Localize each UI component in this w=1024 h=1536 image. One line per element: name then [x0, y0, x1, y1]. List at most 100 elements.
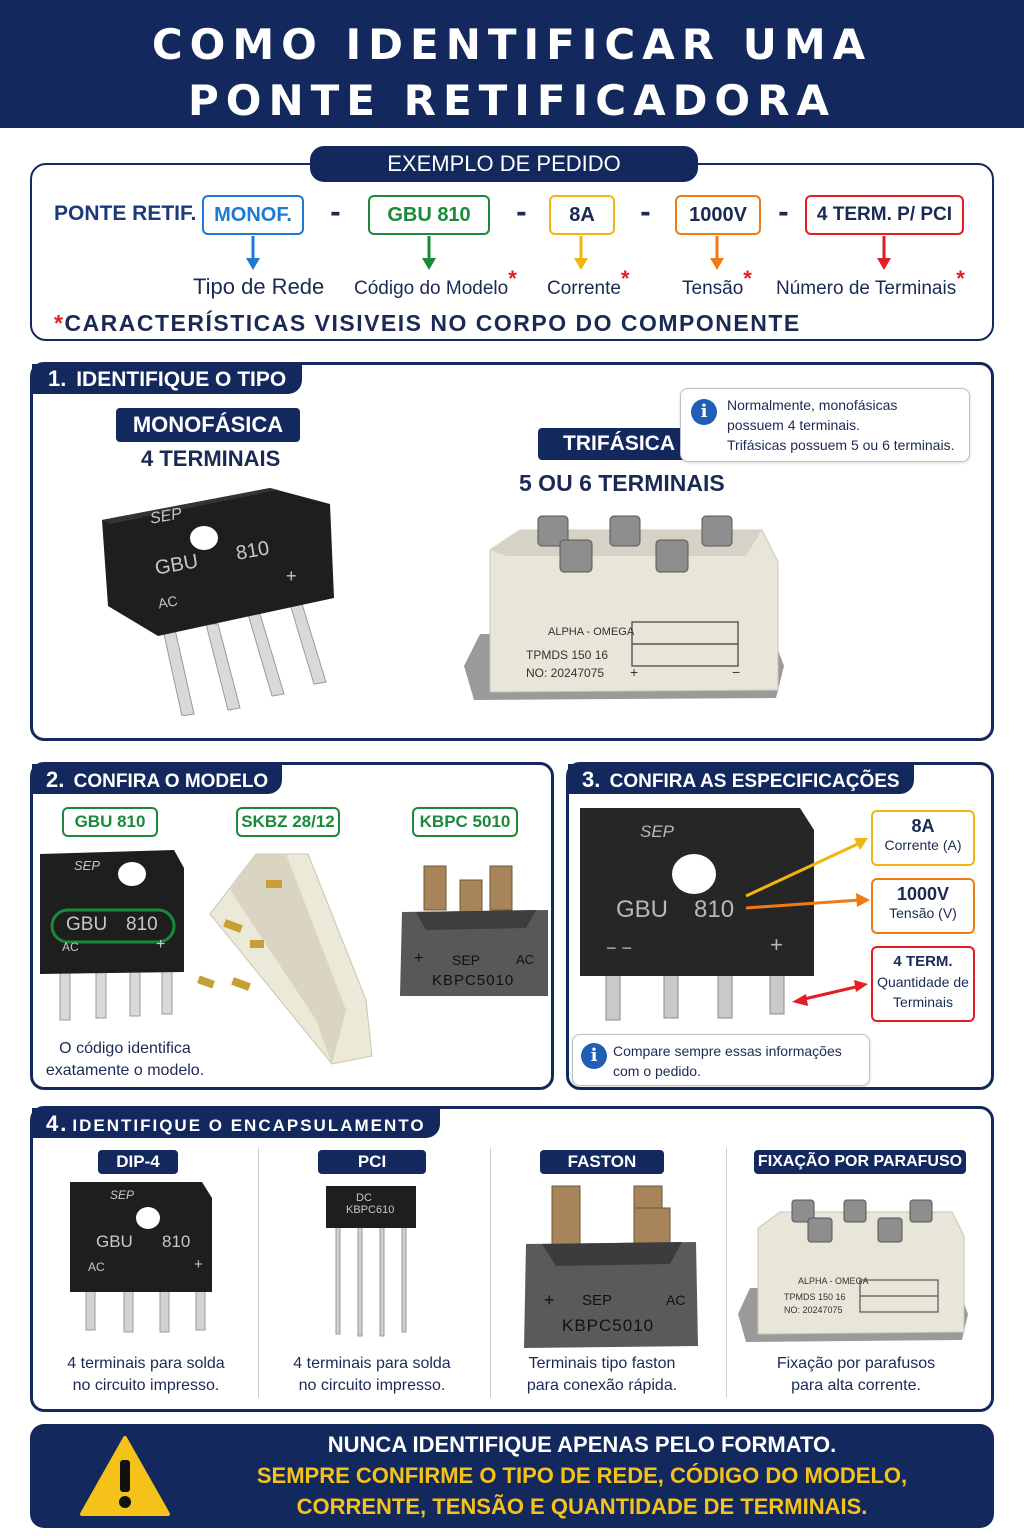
spec-current: 8A Corrente (A): [871, 810, 975, 866]
info-line: com o pedido.: [613, 1063, 701, 1079]
package-dip4-label: DIP-4: [98, 1150, 178, 1174]
kbpc-brand-mark: SEP: [452, 952, 481, 968]
pci-mark-1: DC: [356, 1192, 372, 1204]
warning-line1: NUNCA IDENTIFIQUE APENAS PELO FORMATO.: [327, 1432, 837, 1457]
gbu810-plus-mark: +: [156, 936, 166, 953]
info-line: possuem 4 terminais.: [727, 417, 861, 433]
mono-label: MONOFÁSICA: [116, 408, 300, 442]
module-model-mark: TPMDS 150 16: [526, 648, 609, 662]
dip4-code-mark-2: 810: [162, 1232, 191, 1251]
visible-features-note: *CARACTERÍSTICAS VISIVEIS NO CORPO DO CO…: [54, 310, 801, 336]
pci-mark-2: KBPC610: [346, 1204, 395, 1216]
kbpc-ac-mark: AC: [516, 952, 535, 967]
spec-voltage: 1000V Tensão (V): [871, 878, 975, 934]
dip4-ac-mark: AC: [88, 1260, 105, 1274]
separator: -: [516, 198, 527, 228]
separator: -: [330, 198, 341, 228]
info-line: Compare sempre essas informações: [613, 1043, 842, 1059]
faston-image: [524, 1185, 698, 1348]
model-tag-skbz: SKBZ 28/12: [236, 807, 340, 837]
page-title-line2: PONTE RETIFICADORA: [188, 76, 836, 125]
spec-voltage-label: Tensão (V): [889, 905, 957, 921]
screw-module-image: [738, 1199, 968, 1342]
caption-line: no circuito impresso.: [298, 1377, 446, 1394]
spec-terminals: 4 TERM. Quantidade de Terminais: [871, 946, 975, 1022]
divider: [726, 1148, 727, 1398]
caption-line: para conexão rápida.: [526, 1377, 678, 1394]
label-network-type: Tipo de Rede: [193, 274, 325, 299]
info-icon: i: [581, 1043, 607, 1069]
kbpc-code-mark: KBPC5010: [432, 972, 515, 989]
skbz-image: [197, 853, 373, 1065]
kbpc-plus-mark: +: [414, 950, 424, 967]
dip4-plus-mark: +: [194, 1256, 203, 1273]
caption-line: Fixação por parafusos: [776, 1355, 936, 1372]
dip4-image: [70, 1182, 212, 1333]
spec-terminals-value: 4 TERM.: [893, 953, 953, 970]
caption-line: O código identifica: [59, 1040, 191, 1057]
warning-icon: [80, 1436, 170, 1516]
gbu-spec-image: [580, 808, 814, 1021]
gbu810-brand-mark: SEP: [74, 858, 101, 873]
label-current: Corrente*: [547, 266, 630, 299]
divider: [490, 1148, 491, 1398]
faston-code-mark: KBPC5010: [562, 1316, 655, 1335]
dip4-caption: 4 terminais para solda no circuito impre…: [52, 1353, 240, 1397]
warning-line3: CORRENTE, TENSÃO E QUANTIDADE DE TERMINA…: [296, 1494, 868, 1519]
package-pci-label: PCI: [318, 1150, 426, 1174]
info-icon: i: [691, 399, 717, 425]
order-arrows: [246, 236, 891, 270]
step2-title: 2. CONFIRA O MODELO: [32, 764, 283, 794]
screw-module-model: TPMDS 150 16: [784, 1292, 846, 1302]
tri-terminals: 5 OU 6 TERMINAIS: [519, 470, 725, 496]
gbu-ac-mark: AC: [156, 592, 179, 612]
caption-line: Terminais tipo faston: [528, 1355, 676, 1372]
screw-caption: Fixação por parafusos para alta corrente…: [762, 1353, 950, 1397]
tri-label: TRIFÁSICA: [538, 428, 700, 460]
module-plus-mark: +: [630, 664, 639, 680]
mono-terminals: 4 TERMINAIS: [141, 446, 281, 471]
gbu810-code-mark-2: 810: [126, 914, 158, 935]
caption-line: 4 terminais para solda: [293, 1355, 451, 1372]
kbpc5010-image: [400, 865, 548, 996]
page-header: COMO IDENTIFICAR UMA PONTE RETIFICADORA: [0, 0, 1024, 128]
spec-arrows: [745, 838, 870, 1006]
warning-line2: SEMPRE CONFIRME O TIPO DE REDE, CÓDIGO D…: [256, 1463, 908, 1488]
page-title-line1: COMO IDENTIFICAR UMA: [151, 20, 873, 69]
pci-caption: 4 terminais para solda no circuito impre…: [278, 1353, 466, 1397]
order-example-panel: [30, 163, 994, 341]
label-voltage: Tensão*: [682, 266, 752, 299]
order-example-title: EXEMPLO DE PEDIDO: [310, 146, 698, 182]
faston-caption: Terminais tipo faston para conexão rápid…: [510, 1353, 694, 1397]
caption-line: no circuito impresso.: [72, 1377, 220, 1394]
caption-line: exatamente o modelo.: [45, 1062, 205, 1079]
separator: -: [640, 198, 651, 228]
spec-current-label: Corrente (A): [884, 837, 962, 853]
spec-voltage-value: 1000V: [896, 884, 950, 904]
info-line: Trifásicas possuem 5 ou 6 terminais.: [727, 437, 955, 453]
module-serial-mark: NO: 20247075: [526, 666, 605, 680]
spec-current-value: 8A: [911, 816, 935, 836]
step1-title: 1. IDENTIFIQUE O TIPO: [32, 364, 303, 394]
field-terminals: 4 TERM. P/ PCI: [805, 195, 964, 235]
info-line: Normalmente, monofásicas: [727, 397, 898, 413]
package-faston-label: FASTON: [540, 1150, 664, 1174]
caption-line: 4 terminais para solda: [67, 1355, 225, 1372]
spec-minus-mark: − −: [606, 938, 633, 958]
order-prefix: PONTE RETIF.: [54, 202, 197, 225]
faston-ac-mark: AC: [666, 1292, 686, 1308]
pci-image: [326, 1186, 416, 1337]
dip4-code-mark: GBU: [96, 1232, 133, 1251]
faston-brand-mark: SEP: [582, 1292, 613, 1309]
label-terminals: Número de Terminais*: [776, 266, 965, 299]
package-screw-label: FIXAÇÃO POR PARAFUSO: [754, 1150, 966, 1174]
gbu810-ac-mark: AC: [62, 940, 79, 954]
spec-terminals-label: Quantidade de: [877, 974, 969, 990]
gbu-plus-mark: +: [286, 566, 297, 586]
module-brand-mark: ALPHA - OMEGA: [548, 626, 635, 638]
step4-title: 4.IDENTIFIQUE O ENCAPSULAMENTO: [32, 1108, 440, 1138]
gbu810-image: [40, 850, 184, 1021]
step2-caption: O código identifica exatamente o modelo.: [40, 1038, 210, 1082]
gbu-rectifier-image: [102, 488, 334, 716]
three-phase-module-image: [464, 515, 784, 700]
